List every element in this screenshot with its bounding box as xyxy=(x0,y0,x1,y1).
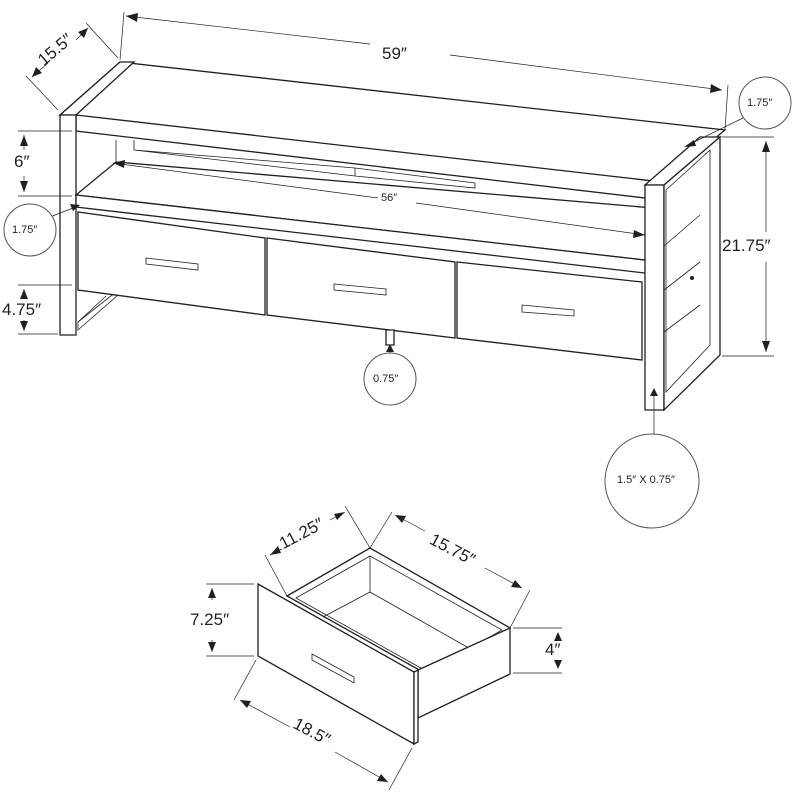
drawer-front-height-label: 7.25″ xyxy=(190,610,230,629)
top-thickness-label: 1.75″ xyxy=(747,97,773,109)
leg-profile-label: 1.5″ X 0.75″ xyxy=(617,474,675,486)
drawer-dimension-lines xyxy=(206,505,562,791)
stand-dimension-lines xyxy=(18,11,774,434)
floor-clearance-label: 4.75″ xyxy=(2,300,42,319)
leg-profile-callout xyxy=(604,433,700,529)
height-label: 21.75″ xyxy=(722,236,771,255)
shelf-height-label: 6″ xyxy=(14,152,30,171)
inner-width-label: 56″ xyxy=(381,192,398,204)
side-thickness-label: 1.75″ xyxy=(12,224,38,236)
center-leg-callout xyxy=(363,352,417,406)
side-thickness-callout xyxy=(3,203,57,257)
center-leg-label: 0.75″ xyxy=(373,373,399,385)
tv-stand-drawing xyxy=(58,61,727,412)
width-label: 59″ xyxy=(382,44,407,63)
drawer-box-height-label: 4″ xyxy=(545,640,561,659)
top-thickness-callout xyxy=(738,76,792,130)
drawer-drawing xyxy=(257,547,512,746)
